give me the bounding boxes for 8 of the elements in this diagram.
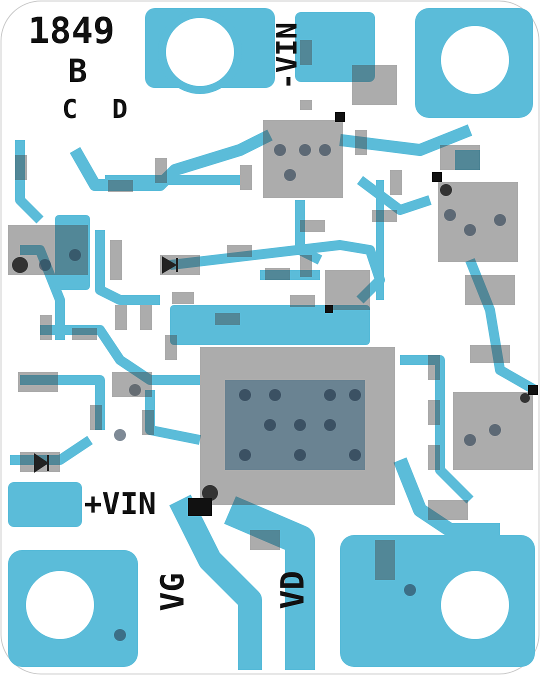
silkscreen-label: D: [112, 97, 128, 123]
silkscreen-label: +VIN: [84, 490, 156, 520]
silkscreen-label: C: [62, 97, 78, 123]
silkscreen-label: 1849: [28, 14, 115, 50]
silkscreen-label: VG: [156, 572, 188, 612]
silkscreen-label: -VIN: [273, 22, 302, 90]
silkscreen-label: VD: [276, 570, 308, 610]
silkscreen-label: B: [68, 55, 88, 87]
